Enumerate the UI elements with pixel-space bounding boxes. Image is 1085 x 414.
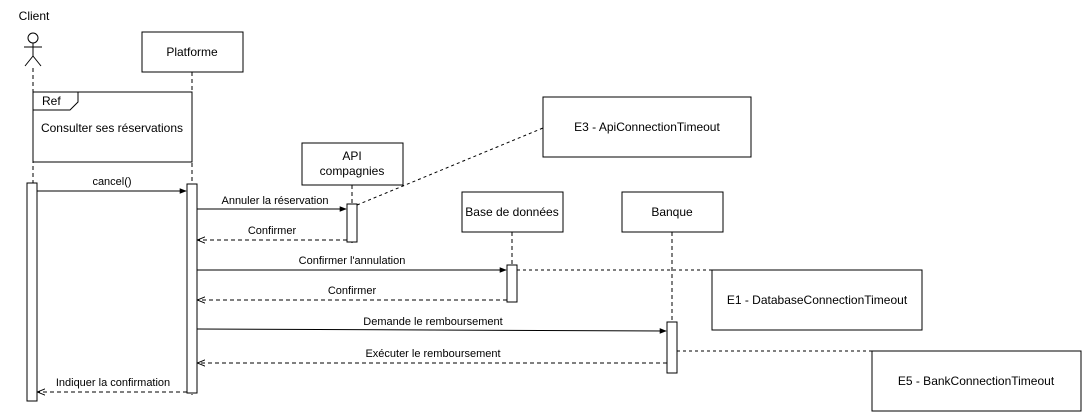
error-e1-box [711,269,923,331]
activation-api [346,203,358,243]
error-e1-label: E1 - DatabaseConnectionTimeout [727,293,908,307]
error-e5-box [871,350,1082,412]
message-executer-remboursement-label: Exécuter le remboursement [365,348,500,360]
message-confirmer-api-label: Confirmer [248,225,297,237]
ref-frame-tag: Ref [42,94,61,108]
message-annuler-label: Annuler la réservation [221,195,328,207]
message-confirmer-db-label: Confirmer [328,285,377,297]
participant-api-box [301,142,404,186]
message-confirmer-annulation-label: Confirmer l'annulation [299,255,406,267]
participant-platform-box [141,31,244,73]
participant-api-label-line1: API [342,149,361,163]
message-cancel-label: cancel() [92,176,131,188]
actor-stick-figure-icon [24,32,42,67]
participant-db-label: Base de données [465,205,558,219]
message-demande-remboursement-arrow [196,328,667,334]
activation-platform [186,183,198,394]
activation-bank [666,321,678,374]
participant-platform-label: Platforme [166,45,218,59]
activation-db [506,264,518,303]
participant-db-box [461,191,564,233]
participant-bank-label: Banque [651,205,693,219]
actor-name: Client [19,9,50,23]
participant-api-label-line2: compagnies [320,164,385,178]
error-e3-label: E3 - ApiConnectionTimeout [574,120,720,134]
ref-frame [32,91,193,163]
message-demande-remboursement-label: Demande le remboursement [363,316,502,328]
activation-client [26,182,38,402]
participant-bank-box [621,191,724,233]
ref-frame-tag-shape [32,91,79,111]
ref-frame-text: Consulter ses réservations [41,121,183,135]
error-e3-box [542,96,752,158]
error-e5-label: E5 - BankConnectionTimeout [898,374,1055,388]
message-indiquer-confirmation-label: Indiquer la confirmation [56,377,170,389]
